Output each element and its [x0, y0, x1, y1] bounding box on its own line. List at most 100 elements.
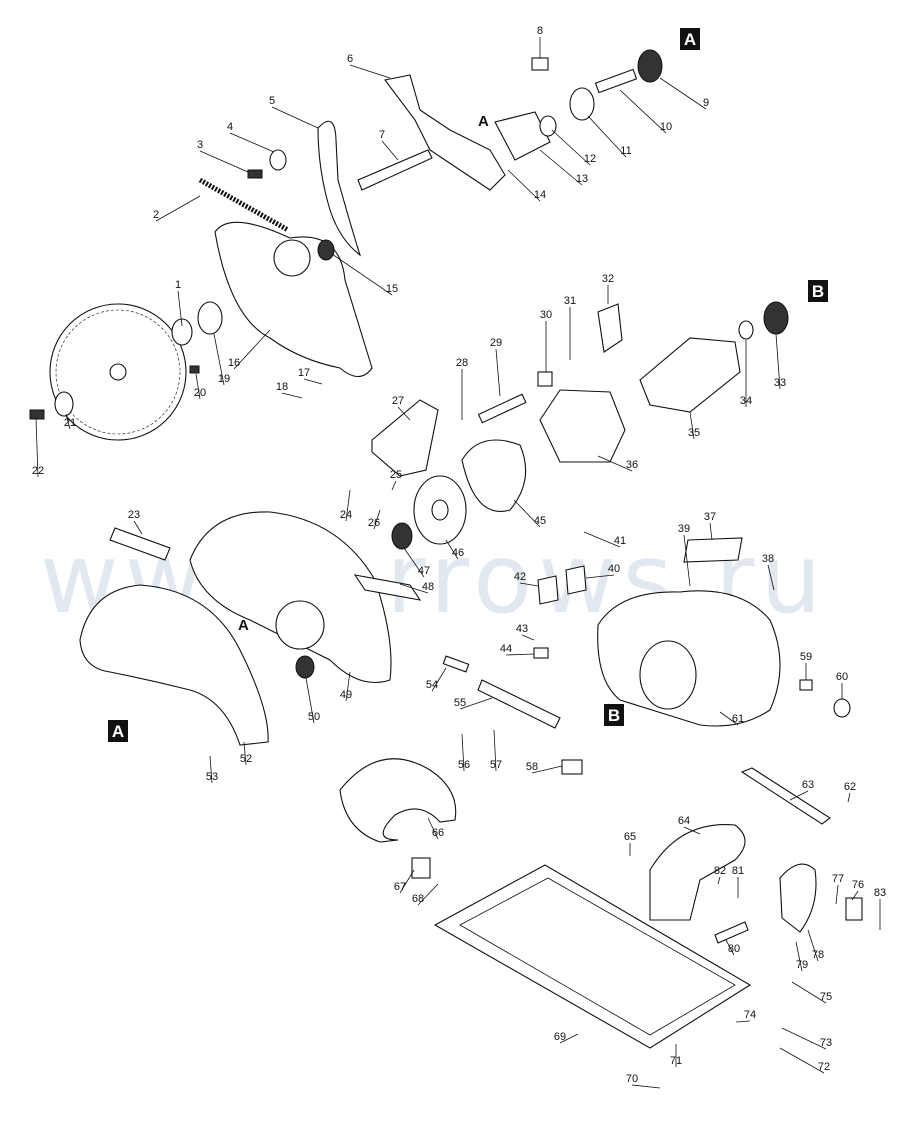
part-number-label-9: 9 [703, 97, 709, 109]
part-number-label-56: 56 [458, 759, 470, 771]
marker-A-guard-letter: A [238, 617, 249, 634]
callout-28: 28 [456, 357, 468, 420]
part-number-label-40: 40 [608, 563, 620, 575]
part-number-label-28: 28 [456, 357, 468, 369]
marker-A-link: A [478, 113, 489, 130]
part-number-label-67: 67 [394, 881, 406, 893]
gear-drawing [391, 475, 467, 550]
callout-46: 46 [445, 539, 464, 560]
part-number-label-3: 3 [197, 139, 203, 151]
callout-15: 15 [331, 253, 398, 296]
part-number-label-59: 59 [800, 651, 812, 663]
callout-47: 47 [403, 547, 430, 578]
part-number-label-71: 71 [670, 1055, 682, 1067]
link-plate-drawing [384, 74, 506, 191]
callout-57: 57 [490, 729, 502, 772]
callout-60: 60 [836, 671, 848, 700]
part-number-label-8: 8 [537, 25, 543, 37]
callout-37: 37 [704, 511, 716, 541]
part-number-label-6: 6 [347, 53, 353, 65]
part-number-label-76: 76 [852, 879, 864, 891]
callout-65: 65 [624, 831, 636, 856]
brush-44-drawing [533, 647, 549, 659]
callout-leader-25 [391, 480, 397, 491]
callout-leader-42 [519, 582, 539, 587]
switch-55-drawing [477, 679, 561, 729]
callout-leader-4 [229, 132, 275, 153]
callout-43: 43 [516, 623, 535, 641]
callout-leader-37 [709, 522, 713, 541]
switch-58-drawing [561, 759, 583, 775]
callout-18: 18 [276, 381, 303, 399]
part-number-label-4: 4 [227, 121, 233, 133]
callout-83: 83 [874, 887, 886, 930]
callout-10: 10 [619, 89, 672, 134]
callout-38: 38 [762, 553, 775, 591]
callout-74: 74 [735, 1009, 756, 1023]
callout-36: 36 [597, 455, 638, 472]
callout-leader-14 [507, 169, 541, 202]
part-number-label-62: 62 [844, 781, 856, 793]
bearing-50-drawing [295, 655, 315, 679]
marker-A-cover-letter: A [112, 722, 124, 741]
callout-34: 34 [740, 340, 752, 407]
part-number-label-30: 30 [540, 309, 552, 321]
field-drawing [539, 389, 626, 463]
callout-12: 12 [551, 129, 596, 166]
part-number-label-48: 48 [422, 581, 434, 593]
callout-leader-48 [399, 583, 429, 594]
callout-leader-38 [767, 564, 775, 591]
part-number-label-70: 70 [626, 1073, 638, 1085]
part-number-label-1: 1 [175, 279, 181, 291]
rip-fence-63-drawing [740, 767, 831, 825]
part-number-label-17: 17 [298, 367, 310, 379]
callout-25: 25 [390, 469, 402, 491]
bracket-drawing [494, 111, 551, 161]
callout-42: 42 [514, 571, 539, 587]
part-number-label-80: 80 [728, 943, 740, 955]
callout-32: 32 [602, 273, 614, 304]
part-number-label-19: 19 [218, 373, 230, 385]
part-number-label-29: 29 [490, 337, 502, 349]
part-number-label-63: 63 [802, 779, 814, 791]
callout-leader-20 [195, 373, 201, 400]
callout-leader-52 [243, 741, 247, 766]
callout-leader-29 [495, 348, 501, 397]
marker-B-armature: B [808, 280, 828, 302]
part-number-label-26: 26 [368, 517, 380, 529]
callout-31: 31 [564, 295, 576, 360]
callout-68: 68 [412, 883, 439, 906]
part-number-label-52: 52 [240, 753, 252, 765]
part-number-label-18: 18 [276, 381, 288, 393]
callout-leader-82 [717, 876, 721, 885]
callout-leader-18 [281, 392, 303, 399]
callout-82: 82 [714, 865, 726, 885]
part-number-label-74: 74 [744, 1009, 756, 1021]
blade-case-drawing [79, 584, 269, 746]
callout-30: 30 [540, 309, 552, 372]
pin-80-drawing [714, 921, 749, 944]
callout-79: 79 [795, 941, 808, 972]
callout-leader-57 [493, 729, 497, 772]
callout-44: 44 [500, 643, 535, 656]
part-number-label-77: 77 [832, 873, 844, 885]
callout-leader-24 [345, 489, 351, 522]
callout-leader-23 [133, 520, 143, 535]
callout-11: 11 [587, 115, 632, 158]
part-number-label-41: 41 [614, 535, 626, 547]
callout-leader-80 [725, 939, 735, 956]
marker-B-housing-letter: B [608, 706, 620, 725]
marker-B-housing-box [604, 704, 624, 726]
part-number-label-43: 43 [516, 623, 528, 635]
label-37-drawing [683, 537, 743, 563]
pin-29-drawing [477, 393, 527, 424]
callout-1: 1 [175, 279, 183, 327]
callout-5: 5 [269, 95, 319, 129]
callout-78: 78 [807, 929, 824, 962]
callout-leader-13 [539, 149, 583, 186]
callout-17: 17 [298, 367, 323, 385]
callout-leader-54 [431, 667, 447, 692]
callout-leader-46 [445, 539, 459, 560]
saw-blade-drawing [49, 303, 187, 441]
callout-leader-77 [835, 884, 839, 905]
